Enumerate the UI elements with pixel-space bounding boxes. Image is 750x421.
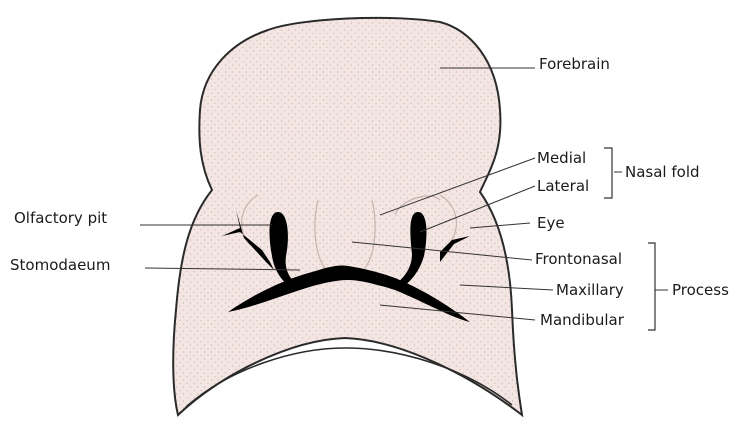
label-stomodaeum: Stomodaeum bbox=[10, 256, 110, 274]
label-olfactory-pit: Olfactory pit bbox=[14, 209, 107, 227]
process-bracket bbox=[648, 243, 655, 330]
embryo-head-outline bbox=[173, 18, 522, 415]
label-eye: Eye bbox=[537, 214, 565, 232]
label-frontonasal: Frontonasal bbox=[535, 250, 622, 268]
label-forebrain: Forebrain bbox=[539, 55, 610, 73]
label-maxillary: Maxillary bbox=[556, 281, 624, 299]
label-process: Process bbox=[672, 281, 729, 299]
nasal-fold-bracket bbox=[604, 148, 612, 198]
label-medial: Medial bbox=[537, 149, 586, 167]
label-lateral: Lateral bbox=[537, 177, 589, 195]
label-mandibular: Mandibular bbox=[540, 311, 625, 329]
label-nasal-fold: Nasal fold bbox=[625, 163, 700, 181]
